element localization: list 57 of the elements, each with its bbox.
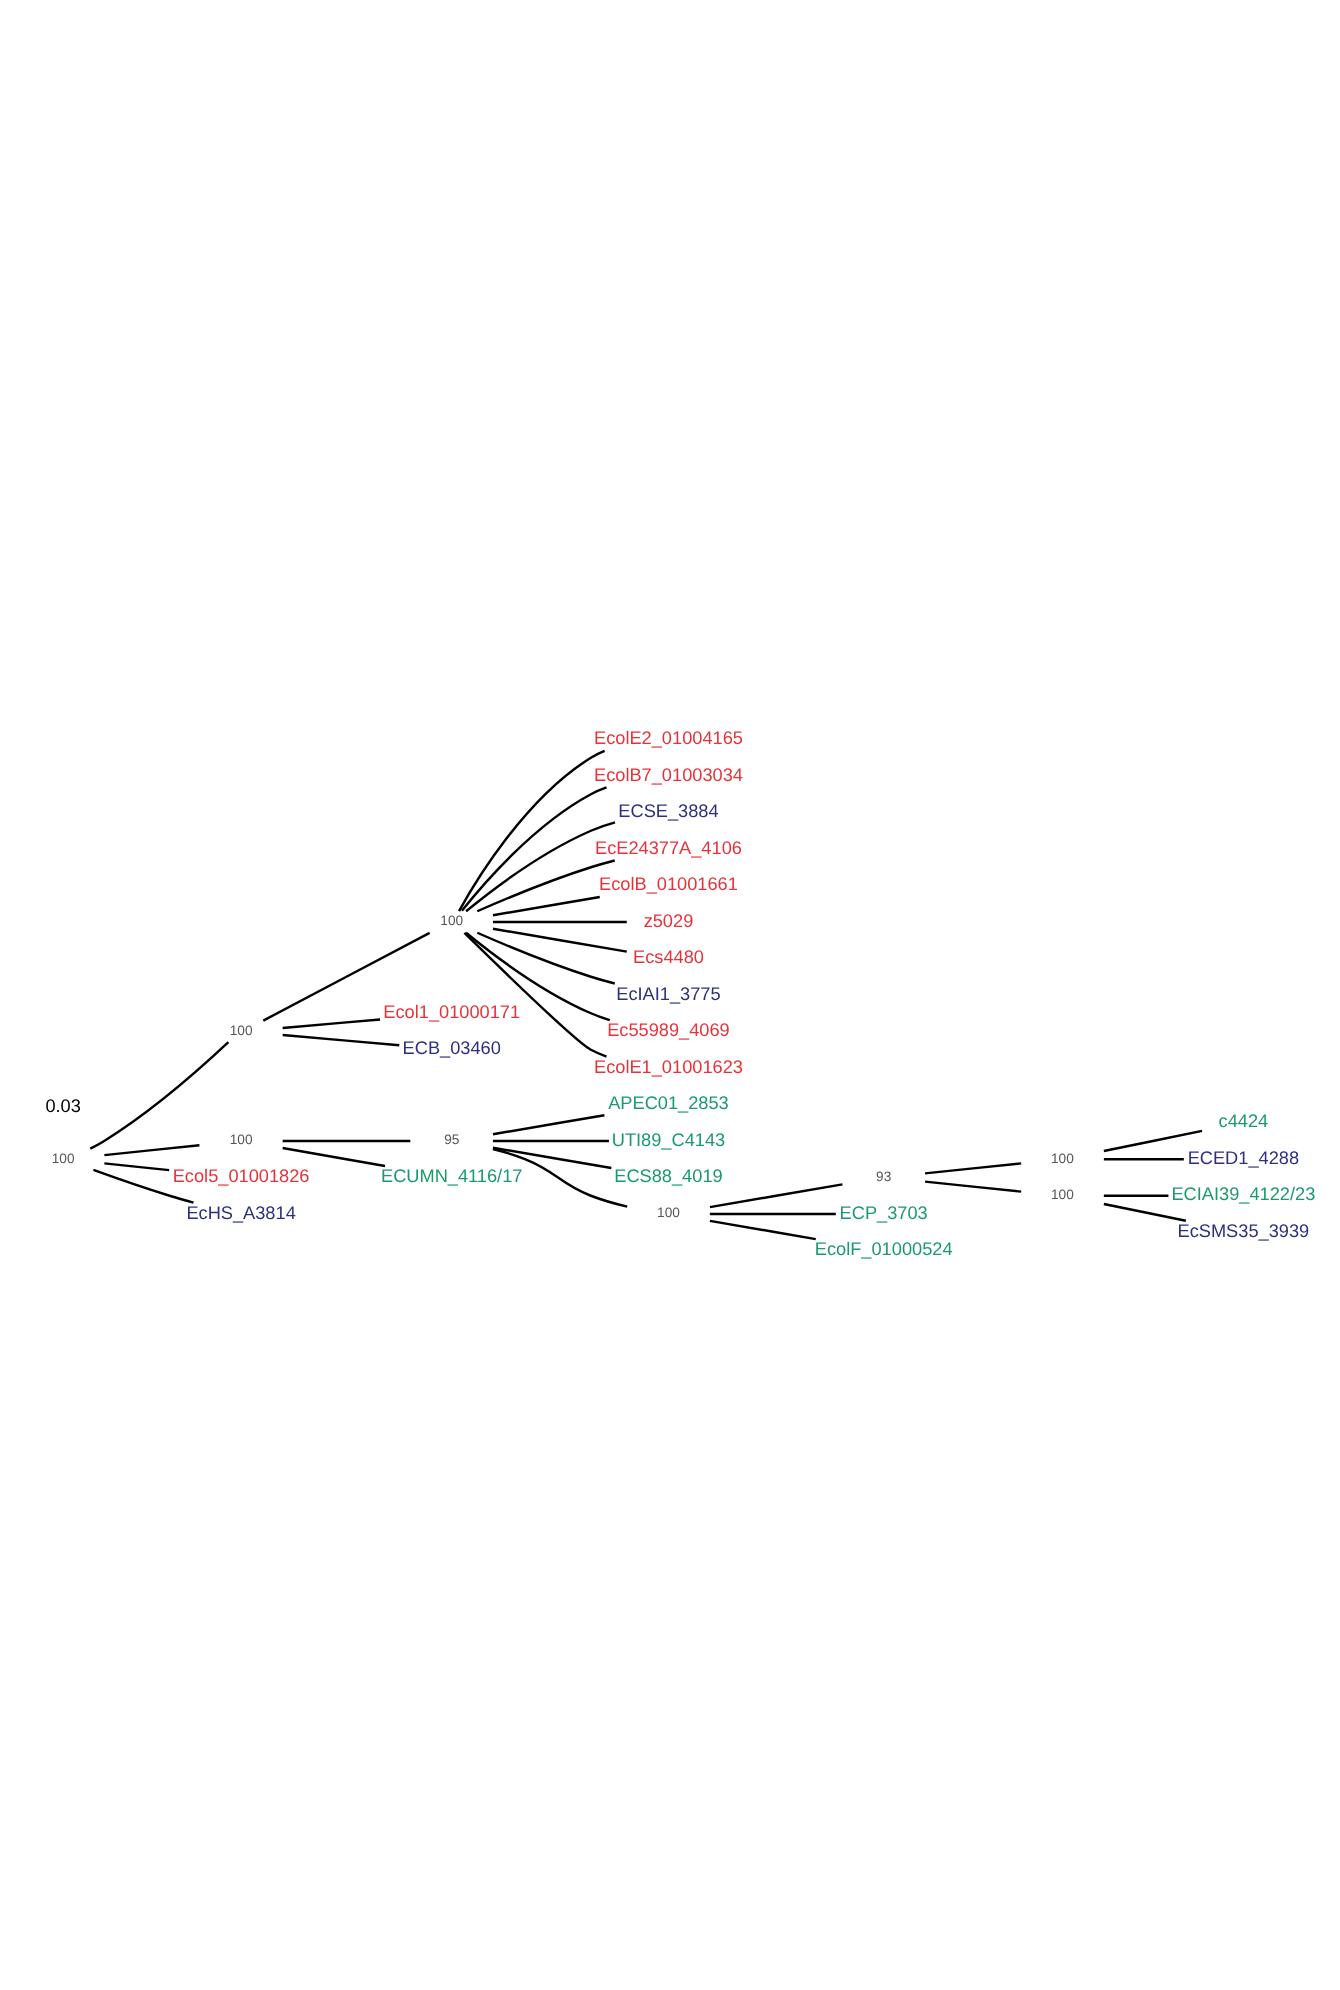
node-text: c4424 — [1218, 1111, 1269, 1132]
connector — [492, 1139, 609, 1143]
node-text: EcolE2_01004165 — [594, 728, 743, 749]
connector — [1103, 1194, 1169, 1197]
node-text: EcolF_01000524 — [814, 1239, 953, 1260]
node-text: ECIAI39_4122/23 — [1171, 1184, 1316, 1205]
connector — [492, 1146, 612, 1170]
node-text: ECSE_3884 — [618, 801, 719, 822]
connector — [282, 1146, 386, 1168]
node-text: Ecol1_01000171 — [383, 1001, 521, 1022]
connector — [104, 1144, 200, 1157]
node-text: Ec55989_4069 — [607, 1020, 730, 1041]
node-text: EcSMS35_3939 — [1177, 1220, 1310, 1241]
node-text: ECS88_4019 — [614, 1166, 723, 1187]
connector — [492, 927, 627, 953]
connector — [465, 821, 616, 913]
connector — [282, 1018, 381, 1030]
connector — [476, 859, 616, 913]
connector — [1103, 1129, 1203, 1153]
node-text: Ecs4480 — [633, 947, 704, 968]
node-text: ECED1_4288 — [1187, 1147, 1300, 1168]
connector — [924, 1180, 1022, 1193]
node-text: EcE24377A_4106 — [595, 837, 742, 858]
connector — [465, 931, 611, 1022]
node-text: EcolB7_01003034 — [594, 764, 743, 785]
node-text: EcolB_01001661 — [599, 874, 738, 895]
connector — [1103, 1158, 1184, 1161]
connector — [476, 931, 616, 985]
connector — [492, 1114, 605, 1136]
connector — [282, 1033, 400, 1047]
connector — [709, 1183, 843, 1209]
connector — [89, 1041, 230, 1150]
node-text: ECB_03460 — [402, 1038, 501, 1059]
node-text: ECP_3703 — [839, 1202, 928, 1223]
node-text: ECUMN_4116/17 — [381, 1166, 523, 1187]
connector — [924, 1162, 1022, 1175]
connector — [457, 749, 606, 912]
node-text: APEC01_2853 — [608, 1093, 729, 1114]
connector — [492, 895, 600, 917]
connector — [104, 1162, 170, 1172]
node-text: Ecol5_01001826 — [172, 1166, 310, 1187]
connector — [492, 920, 627, 924]
connector — [709, 1212, 836, 1216]
node-text: EcolE1_01001623 — [594, 1056, 743, 1077]
connector — [262, 931, 431, 1022]
connector — [93, 1168, 194, 1204]
connector — [460, 786, 607, 912]
connector — [463, 932, 607, 1058]
connector — [282, 1139, 411, 1143]
node-text: EcHS_A3814 — [186, 1202, 296, 1223]
connector — [492, 1147, 628, 1208]
node-text: EcIAI1_3775 — [616, 983, 721, 1004]
node-text: UTI89_C4143 — [611, 1129, 726, 1150]
connector — [709, 1219, 816, 1241]
node-text: z5029 — [643, 910, 694, 931]
connector — [1103, 1202, 1187, 1222]
label: 0.03 — [45, 1096, 81, 1117]
